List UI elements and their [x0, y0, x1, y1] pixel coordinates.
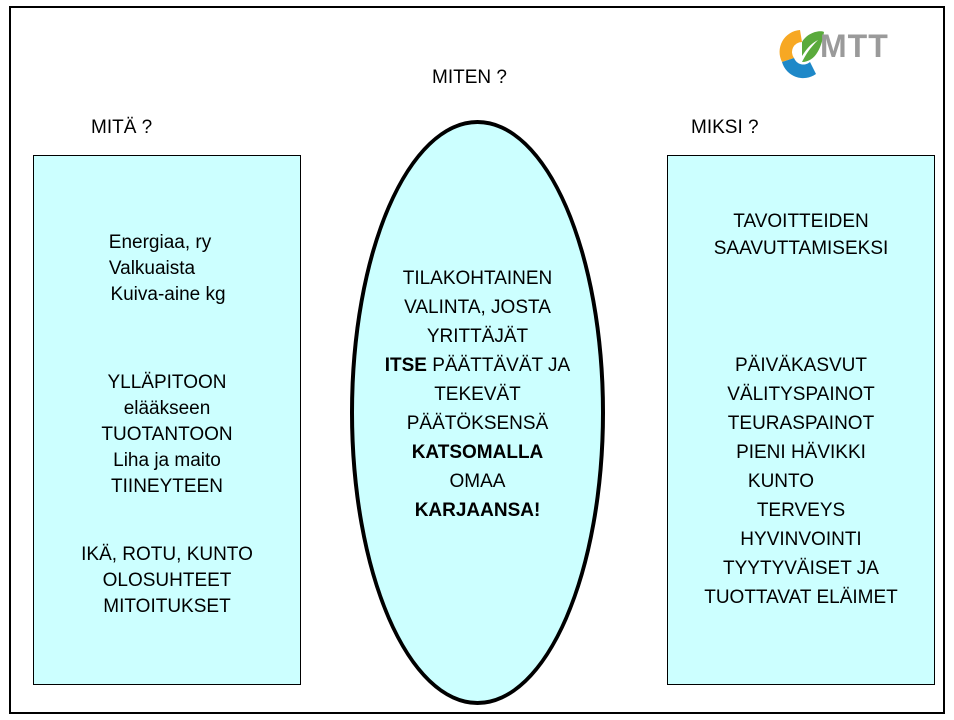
heading-mita: MITÄ ?	[91, 117, 153, 138]
right-line: KUNTO	[747, 471, 815, 492]
left-line: Energiaa, ry	[108, 232, 212, 253]
ellipse-line: ITSE PÄÄTTÄVÄT JA	[350, 351, 605, 380]
right-line: TAVOITTEIDEN	[733, 211, 869, 232]
left-line: MITOITUKSET	[103, 596, 231, 617]
ellipse-line: VALINTA, JOSTA	[404, 297, 551, 318]
heading-miten: MITEN ?	[432, 67, 507, 88]
left-line: YLLÄPITOON	[107, 372, 227, 393]
left-box: Energiaa, ry Valkuaista Kuiva-aine kg YL…	[33, 155, 301, 685]
ellipse-line: TILAKOHTAINEN	[402, 268, 553, 289]
ellipse-line: KARJAANSA!	[414, 500, 541, 521]
heading-miksi: MIKSI ?	[691, 117, 759, 138]
right-line: TEURASPAINOT	[727, 413, 875, 434]
right-line: TYYTYVÄISET JA	[723, 558, 879, 579]
left-line: Liha ja maito	[113, 450, 221, 471]
left-line: OLOSUHTEET	[102, 570, 232, 591]
right-group-2: PÄIVÄKASVUT VÄLITYSPAINOT TEURASPAINOT P…	[668, 351, 934, 612]
logo-green-leaf	[802, 31, 824, 62]
right-line: SAAVUTTAMISEKSI	[713, 238, 889, 259]
right-line: TUOTTAVAT ELÄIMET	[704, 587, 898, 608]
logo-orange-arc	[779, 30, 802, 62]
right-box: TAVOITTEIDEN SAAVUTTAMISEKSI PÄIVÄKASVUT…	[667, 155, 935, 685]
right-line: PIENI HÄVIKKI	[736, 442, 866, 463]
left-line: TUOTANTOON	[101, 424, 233, 445]
left-line: elääkseen	[123, 398, 211, 419]
left-group-1: Energiaa, ry Valkuaista Kuiva-aine kg	[34, 230, 300, 308]
ellipse-line: TEKEVÄT	[434, 384, 521, 405]
left-line: IKÄ, ROTU, KUNTO	[81, 544, 253, 565]
logo-blue-arc	[782, 58, 816, 79]
left-line: TIINEYTEEN	[111, 476, 223, 497]
left-group-3: IKÄ, ROTU, KUNTO OLOSUHTEET MITOITUKSET	[34, 542, 300, 620]
ellipse-word: PÄÄTTÄVÄT JA	[426, 355, 571, 376]
mtt-logo	[779, 30, 824, 79]
right-line: TERVEYS	[756, 500, 846, 521]
ellipse-line: OMAA	[449, 471, 506, 492]
center-ellipse	[350, 120, 605, 705]
right-line: VÄLITYSPAINOT	[727, 384, 875, 405]
ellipse-bold-word: ITSE	[384, 355, 427, 376]
left-group-2: YLLÄPITOON elääkseen TUOTANTOON Liha ja …	[34, 370, 300, 500]
ellipse-line: KATSOMALLA	[411, 442, 544, 463]
ellipse-text: TILAKOHTAINEN VALINTA, JOSTA YRITTÄJÄT I…	[350, 264, 605, 525]
left-line: Kuiva-aine kg	[110, 284, 226, 305]
ellipse-line: PÄÄTÖKSENSÄ	[406, 413, 549, 434]
right-line: PÄIVÄKASVUT	[735, 355, 867, 376]
left-line: Valkuaista	[108, 258, 196, 279]
right-line: HYVINVOINTI	[740, 529, 862, 550]
right-group-1: TAVOITTEIDEN SAAVUTTAMISEKSI	[668, 208, 934, 262]
logo-text: MTT	[820, 28, 889, 64]
ellipse-line: YRITTÄJÄT	[426, 326, 529, 347]
